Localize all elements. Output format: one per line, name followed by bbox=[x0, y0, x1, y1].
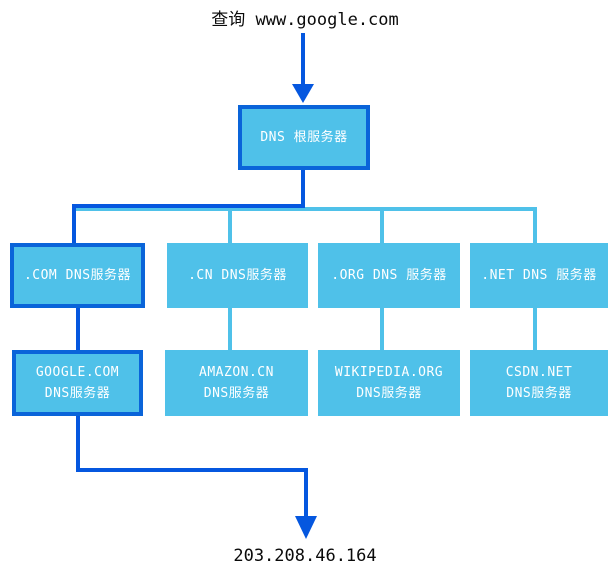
tld-server-box-cn: .CN DNS服务器 bbox=[167, 243, 308, 308]
auth-server-name: GOOGLE.COM bbox=[35, 365, 120, 380]
highlight-path-root-to-com bbox=[72, 168, 305, 244]
auth-server-box-google: GOOGLE.COM DNS服务器 bbox=[12, 350, 143, 416]
tld-server-label: .COM DNS服务器 bbox=[23, 268, 132, 283]
auth-server-name: WIKIPEDIA.ORG bbox=[334, 365, 444, 380]
auth-server-type: DNS服务器 bbox=[44, 386, 111, 401]
tld-server-label: .ORG DNS 服务器 bbox=[331, 268, 447, 283]
query-arrow-head bbox=[292, 84, 314, 103]
auth-server-type: DNS服务器 bbox=[506, 386, 572, 401]
tld-server-label: .CN DNS服务器 bbox=[188, 268, 287, 283]
resolution-arrow-head bbox=[295, 516, 317, 539]
auth-server-name: AMAZON.CN bbox=[199, 365, 274, 380]
resolved-ip: 203.208.46.164 bbox=[233, 546, 377, 566]
tld-server-label: .NET DNS 服务器 bbox=[481, 268, 597, 283]
auth-server-name: CSDN.NET bbox=[505, 365, 573, 380]
resolution-path-line bbox=[76, 416, 308, 519]
auth-server-type: DNS服务器 bbox=[203, 386, 270, 401]
dns-root-server-label: DNS 根服务器 bbox=[260, 130, 348, 145]
query-title: 查询 www.google.com bbox=[211, 10, 399, 30]
auth-server-type: DNS服务器 bbox=[356, 386, 422, 401]
auth-server-box-csdn: CSDN.NET DNS服务器 bbox=[470, 350, 608, 416]
auth-server-box-amazon: AMAZON.CN DNS服务器 bbox=[165, 350, 308, 416]
tld-server-box-org: .ORG DNS 服务器 bbox=[318, 243, 460, 308]
tld-server-box-net: .NET DNS 服务器 bbox=[470, 243, 608, 308]
auth-server-box-wikipedia: WIKIPEDIA.ORG DNS服务器 bbox=[318, 350, 460, 416]
dns-root-server-box: DNS 根服务器 bbox=[238, 105, 370, 170]
tld-server-box-com: .COM DNS服务器 bbox=[10, 243, 145, 308]
